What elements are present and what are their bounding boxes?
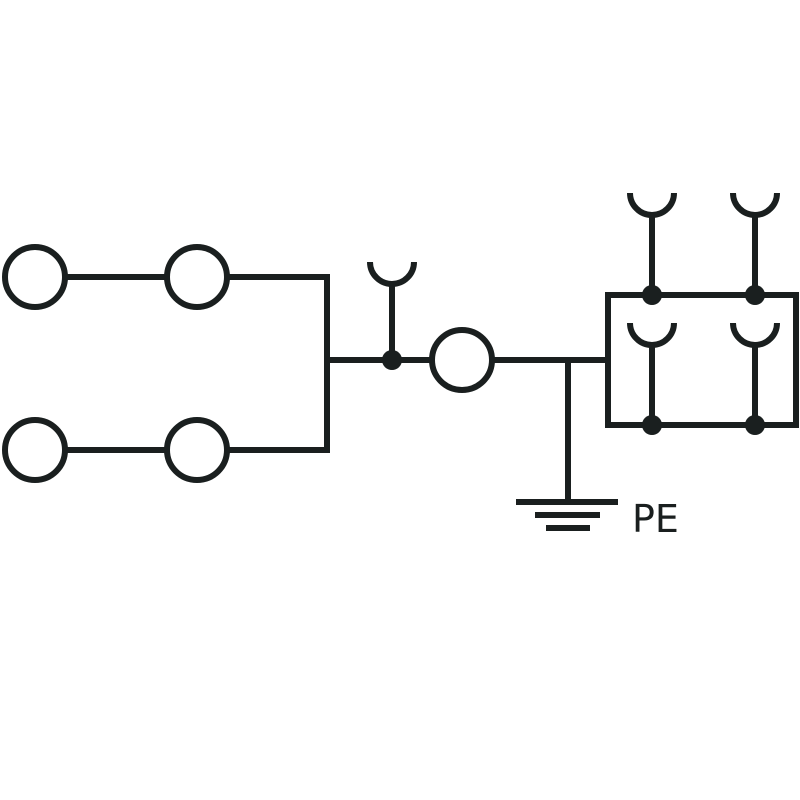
terminal-2b [164,417,230,483]
ground-label: PE [632,497,679,541]
terminal-2a [2,417,68,483]
wires [35,261,608,502]
terminal-1b [164,244,230,310]
jumper-fork-icon [367,261,417,287]
terminal-3 [429,327,495,393]
ground-symbol [516,499,618,531]
jumper-box [605,192,799,435]
terminal-1a [2,244,68,310]
junction-dot [382,350,402,370]
